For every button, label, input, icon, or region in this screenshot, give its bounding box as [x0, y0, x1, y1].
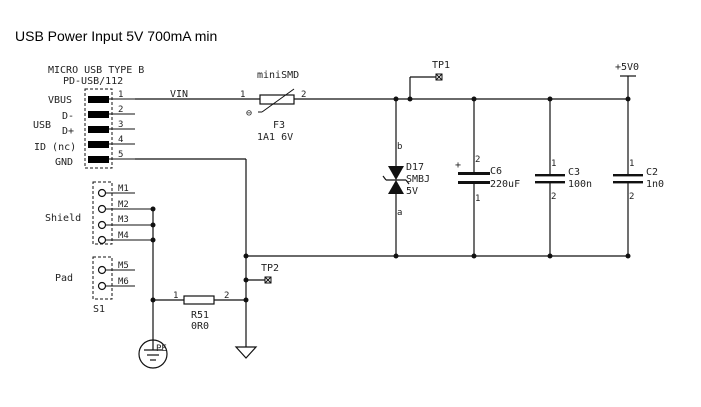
r51-pin1: 1	[173, 291, 178, 301]
dplus-label: D+	[62, 126, 74, 137]
d17-ref: D17	[406, 162, 424, 173]
pin-number-4: 4	[118, 135, 123, 145]
d17-pin-a: a	[397, 208, 402, 218]
test-point-icon	[435, 73, 443, 81]
capacitor-icon	[458, 172, 490, 184]
connector-part-label: PD-USB/112	[63, 76, 123, 87]
vbus-label: VBUS	[48, 95, 72, 106]
fuse-pin1: 1	[240, 90, 245, 100]
pin-number-1: 1	[118, 90, 123, 100]
resistor-icon	[183, 295, 215, 305]
tvs-diode-icon	[382, 166, 410, 194]
r51-ref: R51	[191, 310, 209, 321]
c3-pin2: 2	[551, 192, 556, 202]
r51-value: 0R0	[191, 321, 209, 332]
shield-pin-m3: M3	[118, 215, 129, 225]
id-label: ID (nc)	[34, 142, 76, 153]
c3-ref: C3	[568, 167, 580, 178]
pin-number-3: 3	[118, 120, 123, 130]
connector-pin-dplus	[88, 126, 109, 133]
capacitor-icon	[535, 174, 565, 184]
c2-pin2: 2	[629, 192, 634, 202]
r51-pin2: 2	[224, 291, 229, 301]
capacitor-icon	[613, 174, 643, 184]
usb-label: USB	[33, 120, 51, 131]
fuse-icon	[258, 88, 295, 113]
connector-type-label: MICRO USB TYPE B	[48, 65, 144, 76]
fuse-temp-symbol: ⊖	[246, 108, 252, 119]
shield-pin-m2: M2	[118, 200, 129, 210]
c2-value: 1n0	[646, 179, 664, 190]
net-vin-label: VIN	[170, 89, 188, 100]
c3-value: 100n	[568, 179, 592, 190]
shield-label: Shield	[45, 213, 81, 224]
d17-part: SMBJ	[406, 174, 430, 185]
fuse-value: 1A1 6V	[257, 132, 293, 143]
connector-pin-dminus	[88, 111, 109, 118]
connector-ref: S1	[93, 304, 105, 315]
d17-value: 5V	[406, 186, 418, 197]
connector-pin-id	[88, 141, 109, 148]
pad-pin-m6: M6	[118, 277, 129, 287]
c6-plus: +	[455, 160, 461, 171]
pin-number-2: 2	[118, 105, 123, 115]
fuse-package-label: miniSMD	[257, 70, 299, 81]
connector-pin-vbus	[88, 96, 109, 103]
pe-label: PE	[156, 344, 167, 354]
connector-pin-gnd	[88, 156, 109, 163]
pad-pin-m5: M5	[118, 261, 129, 271]
ground-icon	[234, 346, 258, 359]
pad-outline	[92, 256, 113, 300]
c3-pin1: 1	[551, 159, 556, 169]
page-title: USB Power Input 5V 700mA min	[15, 28, 217, 44]
tp1-label: TP1	[432, 60, 450, 71]
gnd-label: GND	[55, 157, 73, 168]
protective-earth-icon	[138, 339, 168, 369]
fuse-ref: F3	[273, 120, 285, 131]
c2-pin1: 1	[629, 159, 634, 169]
test-point-icon	[264, 276, 272, 284]
c6-pin2: 1	[475, 194, 480, 204]
shield-pin-m4: M4	[118, 231, 129, 241]
c6-value: 220uF	[490, 179, 520, 190]
shield-pin-m1: M1	[118, 184, 129, 194]
c6-pin1: 2	[475, 155, 480, 165]
pad-label: Pad	[55, 273, 73, 284]
d17-pin-b: b	[397, 142, 402, 152]
rail-5v0-label: +5V0	[615, 62, 639, 73]
c6-ref: C6	[490, 166, 502, 177]
pin-number-5: 5	[118, 150, 123, 160]
fuse-pin2: 2	[301, 90, 306, 100]
dminus-label: D-	[62, 111, 74, 122]
c2-ref: C2	[646, 167, 658, 178]
tp2-label: TP2	[261, 263, 279, 274]
